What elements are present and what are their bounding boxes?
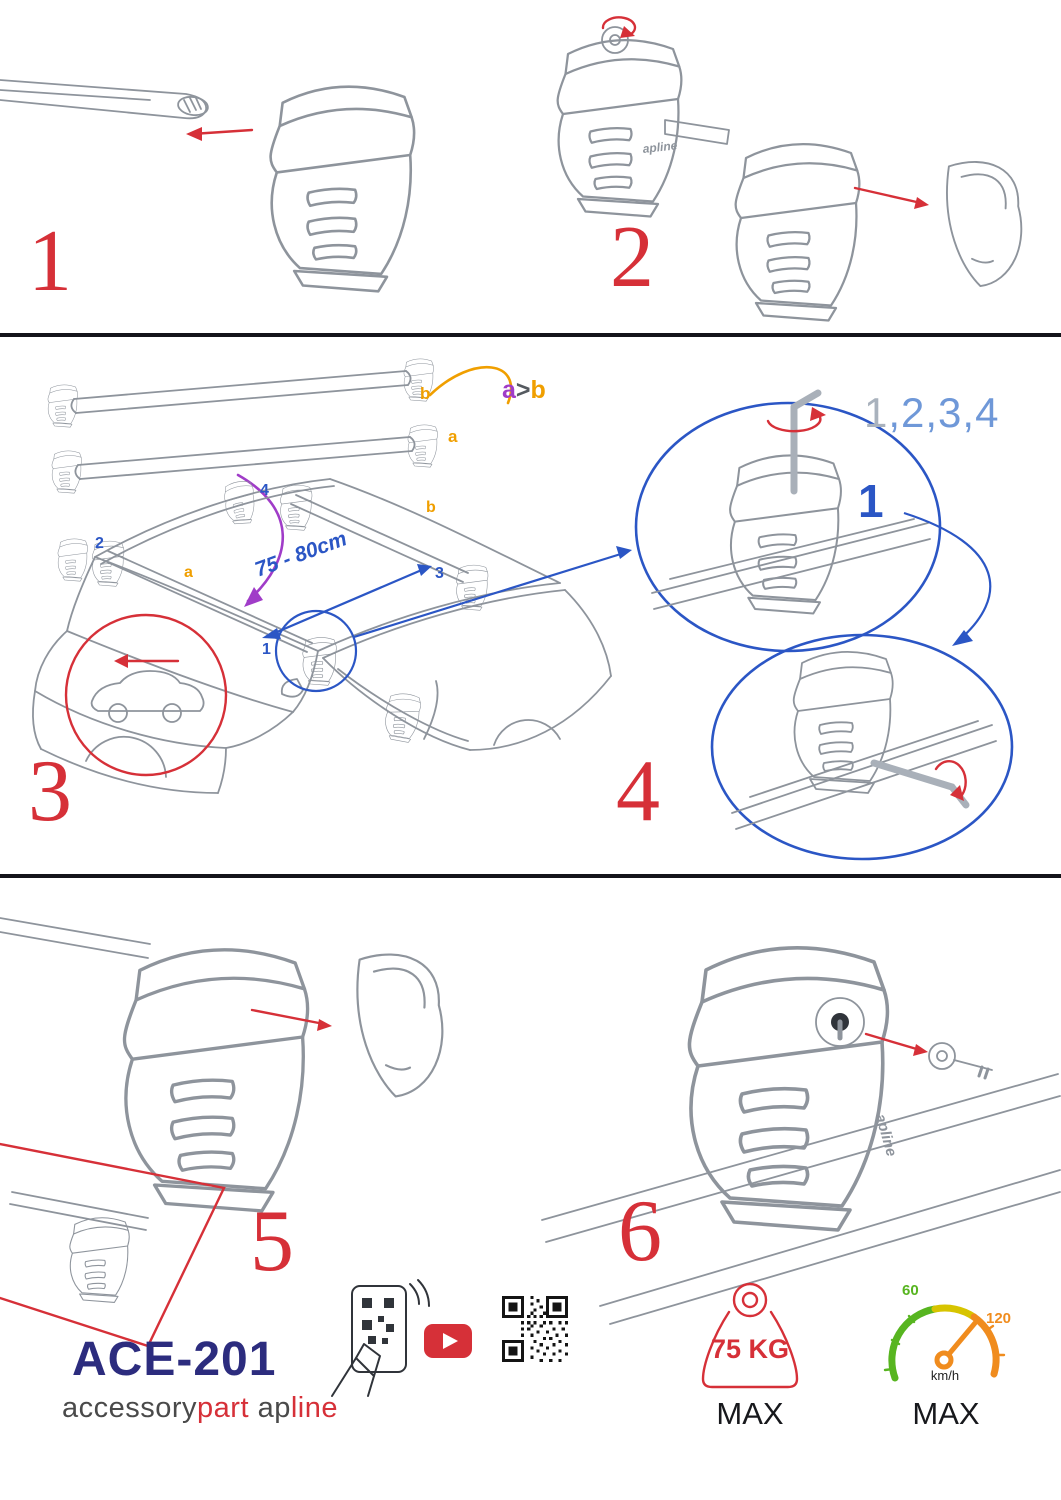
brand-ap: ap <box>257 1392 291 1424</box>
weight-limit-icon <box>701 1282 799 1389</box>
step-2-number: 2 <box>610 209 654 306</box>
compare-label: a>b <box>502 378 546 403</box>
roof-foot-label-1: 1 <box>262 641 271 658</box>
roof-bar-label-a: a <box>184 564 193 581</box>
youtube-icon <box>424 1324 472 1358</box>
brand-name: accessorypart apline <box>62 1392 338 1425</box>
brand-accessory: accessory <box>62 1392 198 1424</box>
speed-max-label: MAX <box>912 1396 980 1431</box>
qr-code-icon <box>502 1296 568 1362</box>
detail-callout-number: 1 <box>858 475 884 527</box>
speed-low-label: 60 <box>902 1282 919 1299</box>
step-6-illustration <box>541 945 1061 1325</box>
section-divider-bottom <box>0 874 1061 878</box>
model-number: ACE-201 <box>72 1333 277 1386</box>
speed-unit-label: km/h <box>930 1368 960 1383</box>
step-4-number: 4 <box>616 743 660 840</box>
sequence-label: 1,2,3,4 <box>864 392 999 434</box>
brand-part: part <box>197 1392 250 1424</box>
roof-foot-label-4: 4 <box>260 482 269 499</box>
section-divider-top <box>0 333 1061 337</box>
bar-label-a: a <box>448 427 458 446</box>
step-1-illustration <box>0 79 416 293</box>
roof-foot-label-2: 2 <box>95 535 104 552</box>
step-1-number: 1 <box>28 213 72 310</box>
compare-b: b <box>530 376 546 404</box>
step-2-illustration <box>556 16 1023 322</box>
step-6-number: 6 <box>618 1183 662 1280</box>
compare-a: a <box>502 376 516 404</box>
max-weight-label: 75 KG <box>710 1334 790 1364</box>
step-5-number: 5 <box>250 1193 294 1290</box>
weight-max-label: MAX <box>716 1396 784 1431</box>
compare-gt: > <box>515 376 531 404</box>
phone-scan-icon <box>331 1279 430 1397</box>
sequence-rest: ,2,3,4 <box>888 389 1000 436</box>
speed-high-label: 120 <box>986 1310 1012 1327</box>
sequence-first: 1 <box>864 389 889 436</box>
installation-overview-illustration <box>32 358 1014 861</box>
roof-bar-label-b: b <box>426 499 436 516</box>
brand-line: line <box>290 1392 339 1424</box>
bar-label-b: b <box>420 384 431 403</box>
step-5-illustration <box>0 917 444 1348</box>
speedometer-icon <box>883 1304 1006 1382</box>
roof-foot-label-3: 3 <box>435 565 444 582</box>
step-3-number: 3 <box>28 743 72 840</box>
